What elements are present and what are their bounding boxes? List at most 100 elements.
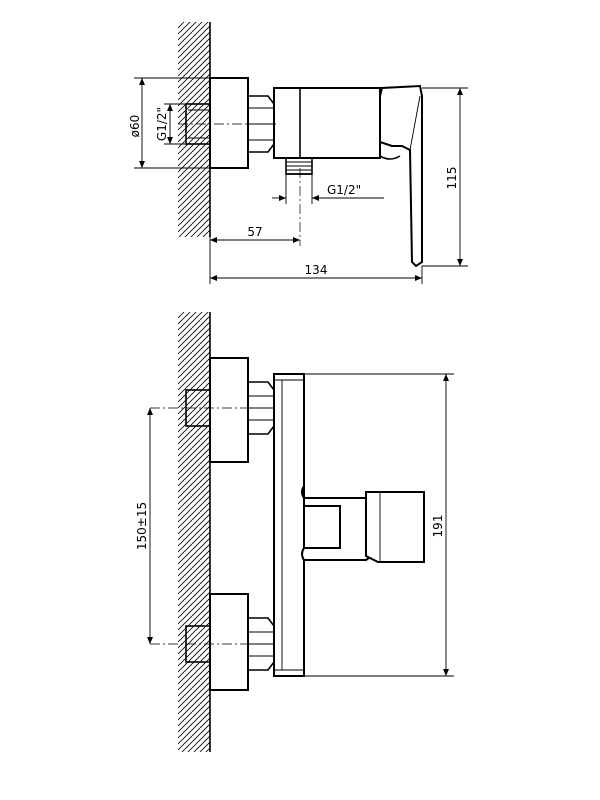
rosette-upper [209, 357, 249, 463]
hatch-line [202, 229, 210, 237]
hatch-line [178, 0, 212, 16]
hatch-line [178, 339, 210, 373]
hatch-line [178, 423, 210, 457]
hatch-line [178, 381, 210, 415]
lever-handle-front [301, 482, 425, 563]
hatch-line [178, 699, 210, 733]
dim-wall-to-outlet: 57 [247, 225, 262, 239]
wall-hatching-top [178, 0, 212, 310]
hatch-line [178, 483, 210, 517]
hatch-line [178, 115, 210, 149]
hatch-line [178, 240, 212, 274]
hatch-line [178, 711, 210, 745]
hatch-line [178, 399, 210, 433]
hatch-line [178, 489, 210, 523]
hatch-line [178, 175, 210, 209]
dimension-191: 191 [304, 373, 454, 677]
mixer-body-top [273, 87, 401, 160]
dimension-134: 134 [209, 246, 423, 284]
hatch-line [184, 211, 210, 237]
hatch-line [178, 471, 210, 505]
outlet-thread-label: G1/2" [327, 183, 361, 197]
hatch-line [178, 312, 185, 319]
hatch-line [178, 375, 210, 409]
hatch-line [208, 235, 210, 237]
rosette-lower [209, 593, 249, 691]
wall-hatching-bottom [178, 312, 212, 800]
hatch-line [178, 145, 210, 179]
hatch-line [178, 651, 210, 685]
hatch-line [178, 693, 210, 727]
hatch-line [178, 405, 210, 439]
hatch-line [178, 61, 210, 95]
hatch-line [178, 525, 210, 559]
hatch-line [178, 22, 197, 41]
hatch-line [178, 782, 212, 800]
dimension-outlet-thread: G1/2" [272, 174, 384, 204]
hatch-line [178, 315, 210, 349]
hatch-line [178, 669, 210, 703]
hatch-line [178, 477, 210, 511]
hatch-line [178, 531, 210, 565]
hatch-line [178, 312, 179, 313]
hatch-line [178, 363, 210, 397]
hatch-line [178, 333, 210, 367]
hatch-line [178, 22, 203, 47]
top-view: ø60 G1/2" G1/2" 57 13 [128, 0, 468, 310]
hatch-line [178, 585, 210, 619]
dimension-wall-thread: G1/2" [155, 103, 186, 145]
hatch-line [178, 717, 210, 751]
hatch-line [178, 127, 210, 161]
hatch-line [178, 169, 210, 203]
hatch-line [178, 788, 212, 800]
mixer-body-front [273, 373, 305, 677]
hatch-line [178, 591, 210, 625]
hatch-line [178, 22, 209, 53]
hatch-line [181, 723, 210, 752]
hatch-line [178, 567, 210, 601]
dimension-57: 57 [209, 225, 300, 246]
hatch-line [178, 465, 210, 499]
hatch-line [178, 357, 210, 391]
hatch-line [178, 441, 210, 475]
dim-total-depth: 134 [305, 263, 328, 277]
hatch-line [178, 246, 212, 280]
hatch-line [178, 764, 212, 798]
hatch-line [178, 312, 209, 343]
hatch-line [178, 513, 210, 547]
hatch-line [178, 22, 179, 23]
hatch-line [178, 312, 203, 337]
hatch-line [178, 597, 210, 631]
hatch-line [178, 22, 191, 35]
hatch-line [178, 327, 210, 361]
hatch-line [178, 109, 210, 143]
hatch-line [178, 615, 210, 649]
hatch-line [190, 217, 210, 237]
wall-thread-label: G1/2" [155, 107, 169, 141]
hatch-line [178, 264, 212, 298]
hatch-line [178, 549, 210, 583]
hatch-line [193, 735, 210, 752]
dim-total-height: 191 [431, 515, 445, 538]
hatch-line [178, 752, 212, 786]
outlet-thread-top [285, 157, 313, 175]
hatch-line [178, 25, 210, 59]
hatch-line [178, 369, 210, 403]
hatch-line [178, 199, 210, 233]
rosette-top [209, 77, 249, 169]
dimension-diameter: ø60 [128, 77, 210, 169]
hatch-line [178, 705, 210, 739]
hatch-line [178, 429, 210, 463]
hatch-line [187, 729, 210, 752]
hatch-line [178, 79, 210, 113]
hatch-line [178, 411, 210, 445]
hatch-line [178, 393, 210, 427]
hatch-line [178, 276, 212, 310]
hatch-line [178, 555, 210, 589]
hatch-line [178, 22, 185, 29]
hatch-line [178, 770, 212, 800]
hatch-line [178, 321, 210, 355]
hatch-line [178, 43, 210, 77]
hatch-line [178, 687, 210, 721]
